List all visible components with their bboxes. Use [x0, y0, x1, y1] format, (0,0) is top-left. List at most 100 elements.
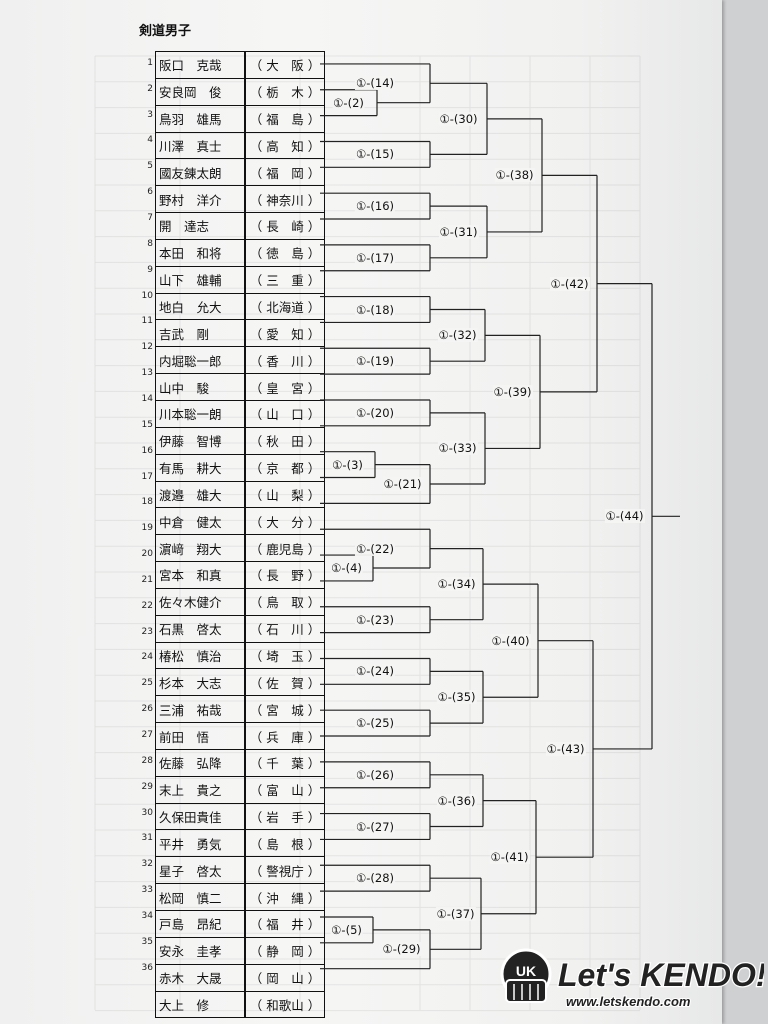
entry-prefecture: （ 佐 賀 ）	[245, 668, 325, 697]
entry-prefecture: （ 長 野 ）	[245, 561, 325, 589]
entry-row: 椿松 慎治（ 埼 玉 ）	[155, 642, 325, 670]
entry-name: 地白 允大	[155, 293, 246, 321]
match-label: ①-(23)	[354, 612, 396, 627]
entry-name: 中倉 健太	[155, 507, 246, 536]
match-label: ①-(41)	[489, 850, 530, 865]
seed-number: 11	[141, 316, 153, 327]
entry-row: 石黒 啓太（ 石 川 ）	[155, 615, 325, 643]
entry-name: 濵﨑 翔大	[155, 534, 246, 563]
entry-name: 戸島 昂紀	[155, 910, 246, 938]
entry-name: 伊藤 智博	[155, 427, 246, 455]
seed-number: 29	[141, 781, 153, 792]
entry-row: 伊藤 智博（ 秋 田 ）	[155, 427, 325, 455]
entry-prefecture: （ 京 都 ）	[245, 454, 325, 482]
logo-wordmark: Let's KENDO!	[558, 957, 764, 993]
entry-name: 開 達志	[155, 212, 246, 240]
match-label: ①-(40)	[490, 633, 531, 648]
entry-name: 内堀聡一郎	[155, 346, 246, 375]
entry-name: 有馬 耕大	[155, 454, 246, 482]
entry-name: 山下 雄輔	[155, 266, 246, 294]
logo-graphic: UK Let's KENDO! www.letskendo.com	[500, 948, 768, 1010]
entry-row: 川澤 真士（ 高 知 ）	[155, 132, 325, 160]
entry-name: 鳥羽 雄馬	[155, 105, 246, 133]
entry-prefecture: （ 山 口 ）	[245, 400, 325, 428]
entry-name: 石黒 啓太	[155, 615, 246, 643]
match-label: ①-(29)	[381, 942, 422, 957]
match-label: ①-(18)	[354, 302, 396, 317]
match-label: ①-(33)	[437, 441, 478, 456]
match-label: ①-(36)	[436, 793, 477, 808]
entry-name: 川澤 真士	[155, 132, 246, 160]
entry-name: 國友錬太朗	[155, 158, 246, 187]
entry-row: 渡邉 雄大（ 山 梨 ）	[155, 481, 325, 509]
entry-name: 三浦 祐哉	[155, 695, 246, 724]
entry-name: 安永 圭孝	[155, 937, 246, 965]
seed-number: 23	[141, 626, 153, 637]
entry-row: 山中 駿（ 皇 宮 ）	[155, 373, 325, 401]
match-label: ①-(34)	[436, 577, 477, 592]
entry-prefecture: （ 兵 庫 ）	[245, 722, 325, 750]
match-label: ①-(2)	[332, 95, 365, 110]
entry-name: 吉武 剛	[155, 319, 246, 348]
seed-number: 12	[141, 342, 153, 353]
entry-prefecture: （ 岡 山 ）	[245, 964, 325, 992]
seed-number: 13	[141, 368, 153, 379]
logo-url: www.letskendo.com	[566, 994, 691, 1009]
seed-number: 14	[141, 393, 153, 404]
entry-prefecture: （ 大 阪 ）	[245, 51, 325, 79]
entry-prefecture: （ 山 梨 ）	[245, 481, 325, 509]
seed-number: 22	[141, 600, 153, 611]
seed-number: 28	[141, 755, 153, 766]
match-label: ①-(38)	[494, 168, 535, 183]
seed-number: 21	[141, 574, 153, 585]
seed-number: 20	[141, 549, 153, 560]
entry-prefecture: （ 長 崎 ）	[245, 212, 325, 240]
match-label: ①-(14)	[354, 76, 396, 91]
entry-row: 開 達志（ 長 崎 ）	[155, 212, 325, 240]
match-label: ①-(39)	[492, 384, 533, 399]
entry-name: 赤木 大晟	[155, 964, 246, 992]
entry-row: 三浦 祐哉（ 宮 城 ）	[155, 695, 325, 724]
entry-prefecture: （ 皇 宮 ）	[245, 373, 325, 401]
entry-row: 川本聡一朗（ 山 口 ）	[155, 400, 325, 428]
entry-row: 内堀聡一郎（ 香 川 ）	[155, 346, 325, 375]
seed-number: 4	[147, 135, 153, 146]
seed-number: 35	[141, 936, 153, 947]
entry-name: 松岡 慎二	[155, 883, 246, 911]
match-label: ①-(15)	[354, 147, 396, 162]
match-label: ①-(16)	[354, 199, 396, 214]
entry-row: 平井 勇気（ 島 根 ）	[155, 829, 325, 858]
seed-number: 32	[141, 859, 153, 870]
match-label: ①-(32)	[437, 328, 478, 343]
seed-number: 3	[147, 109, 153, 120]
seed-number: 17	[141, 471, 153, 482]
entry-name: 本田 和将	[155, 239, 246, 267]
entry-row: 中倉 健太（ 大 分 ）	[155, 507, 325, 536]
seed-number: 5	[147, 161, 153, 172]
entry-row: 鳥羽 雄馬（ 福 島 ）	[155, 105, 325, 133]
entry-row: 末上 貴之（ 富 山 ）	[155, 776, 325, 804]
seed-number: 6	[147, 187, 153, 198]
entry-row: 地白 允大（ 北海道 ）	[155, 293, 325, 321]
entry-name: 杉本 大志	[155, 668, 246, 697]
seed-number: 10	[141, 290, 153, 301]
entry-prefecture: （ 大 分 ）	[245, 507, 325, 536]
entry-name: 末上 貴之	[155, 776, 246, 804]
match-label: ①-(25)	[354, 716, 396, 731]
entry-row: 本田 和将（ 徳 島 ）	[155, 239, 325, 267]
entry-name: 佐藤 弘降	[155, 749, 246, 777]
match-label: ①-(43)	[545, 741, 586, 756]
match-label: ①-(44)	[604, 509, 645, 524]
match-label: ①-(37)	[435, 906, 476, 921]
entry-row: 國友錬太朗（ 福 岡 ）	[155, 158, 325, 187]
entry-row: 宮本 和真（ 長 野 ）	[155, 561, 325, 589]
entry-prefecture: （ 徳 島 ）	[245, 239, 325, 267]
entry-prefecture: （ 鹿児島 ）	[245, 534, 325, 563]
entry-name: 大上 修	[155, 991, 246, 1018]
entry-row: 杉本 大志（ 佐 賀 ）	[155, 668, 325, 697]
entry-prefecture: （ 富 山 ）	[245, 776, 325, 804]
entry-prefecture: （ 沖 縄 ）	[245, 883, 325, 911]
match-label: ①-(28)	[354, 871, 396, 886]
seed-number: 7	[147, 213, 153, 224]
